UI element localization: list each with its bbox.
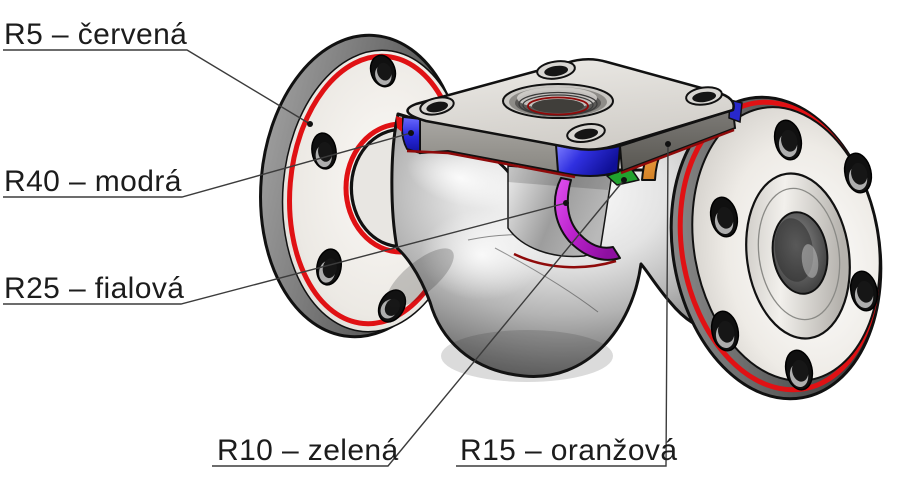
neck-base-red-edge [513,252,617,269]
leader-dot-r5 [307,121,313,127]
left-flange-bolt-holes [311,54,407,323]
label-r10-zelena: R10 – zelená [217,434,399,467]
annotation-leaders [3,49,671,467]
right-flange-raised-face-edge [757,187,841,321]
leader-dot-r15 [665,141,671,147]
tangent-edge-2 [494,247,599,313]
opening-red-fillet-edge [527,96,589,116]
right-flange-bolt-holes [709,119,879,391]
leader-r40 [3,132,412,198]
label-r40-modra: R40 – modrá [4,165,182,198]
label-r25-fialova: R25 – fialová [4,272,184,305]
fillet-purple-R25 [553,177,621,261]
pipe-highlight [406,147,514,209]
plate-red-sliver-west [396,116,402,132]
leader-r5 [3,49,311,125]
plate-bolt-slots [419,60,723,143]
leader-r10 [212,179,625,467]
pipe-under-shadow [386,248,454,308]
leader-dot-r25 [563,200,569,206]
plate-bottom-red-edge-sw [406,149,576,179]
annotation-labels: R5 – červená R40 – modrá R25 – fialová R… [4,18,677,467]
leader-r15 [456,143,669,467]
body-bottom-shade [441,330,613,382]
leader-dot-r40 [408,130,414,136]
plate-center-opening [502,83,614,119]
right-flange-bore-glint [801,244,819,278]
leader-dot-r10 [621,177,627,183]
leader-r25 [3,202,567,305]
label-r15-oranzova: R15 – oranžová [460,434,677,467]
right-flange [669,95,883,401]
label-r5-cervena: R5 – červená [4,18,187,51]
top-plate [396,58,743,179]
plate-bottom-red-edge-se [620,128,735,175]
